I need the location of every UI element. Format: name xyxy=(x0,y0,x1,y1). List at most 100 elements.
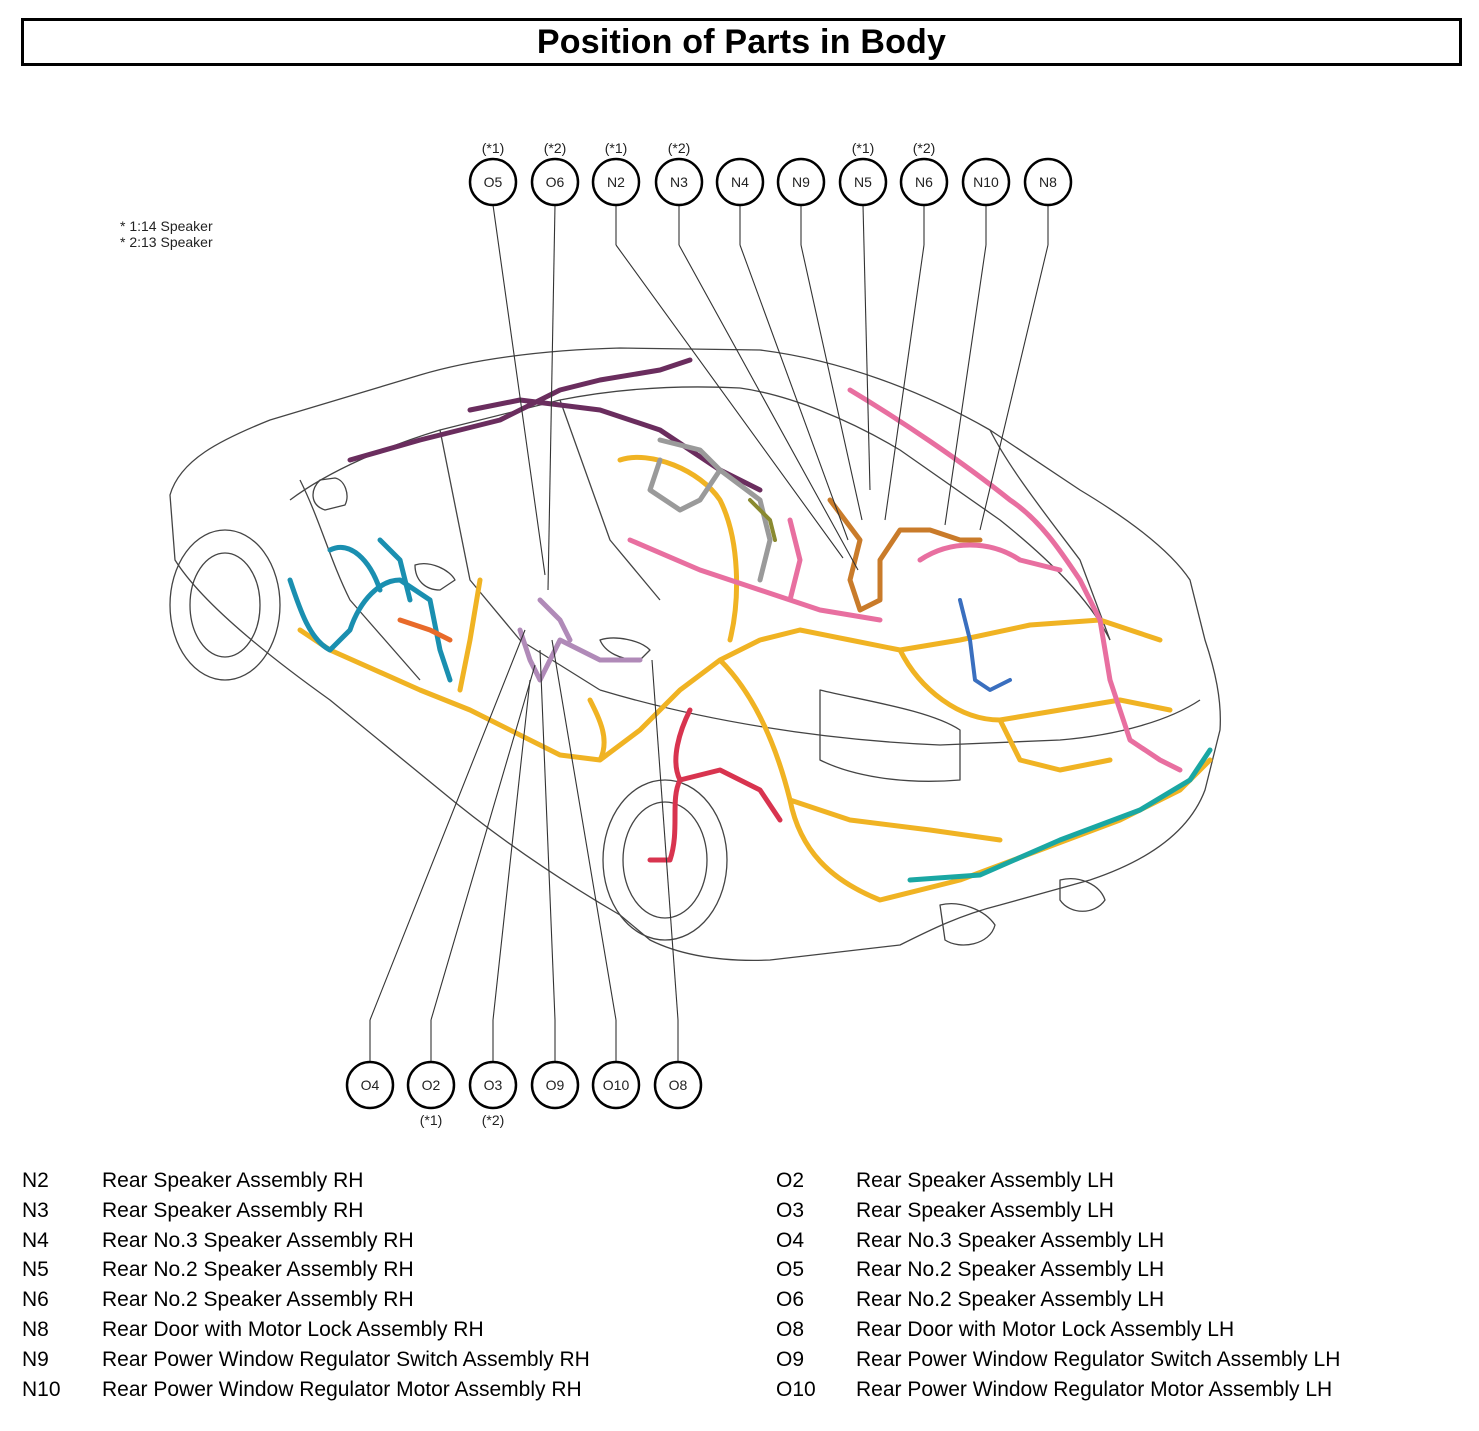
callout-O6[interactable]: (*2) O6 xyxy=(530,140,580,207)
callout-note: (*2) xyxy=(544,140,567,156)
callout-N6[interactable]: (*2) N6 xyxy=(899,140,949,207)
callout-code: O5 xyxy=(484,174,503,190)
page-title: Position of Parts in Body xyxy=(536,22,947,61)
legend-code: O4 xyxy=(776,1228,805,1252)
callout-N2[interactable]: (*1) N2 xyxy=(591,140,641,207)
callout-code: N5 xyxy=(854,174,872,190)
legend-code: O9 xyxy=(776,1347,805,1371)
callout-N8[interactable]: N8 xyxy=(1023,157,1073,207)
harness-purple xyxy=(347,357,763,493)
legend-code: N8 xyxy=(22,1317,49,1341)
callout-N3[interactable]: (*2) N3 xyxy=(654,140,704,207)
callout-N4[interactable]: N4 xyxy=(715,157,765,207)
callout-N9[interactable]: N9 xyxy=(776,157,826,207)
legend-row: N8 Rear Door with Motor Lock Assembly RH xyxy=(22,1315,590,1345)
legend-label: Rear No.3 Speaker Assembly RH xyxy=(102,1228,414,1252)
callout-note: (*1) xyxy=(420,1112,443,1128)
callout-O4[interactable]: O4 xyxy=(345,1060,395,1110)
callout-code: O8 xyxy=(669,1077,688,1093)
footnote-1: * 1:14 Speaker xyxy=(120,218,213,234)
callout-note: (*1) xyxy=(605,140,628,156)
callout-note: (*2) xyxy=(913,140,936,156)
legend-code: N9 xyxy=(22,1347,49,1371)
rear-wheel xyxy=(602,779,728,941)
harness-cyan xyxy=(907,747,1213,883)
footnotes: * 1:14 Speaker * 2:13 Speaker xyxy=(120,218,213,250)
harness-blue xyxy=(958,598,1012,692)
legend-code: N2 xyxy=(22,1169,49,1192)
legend-code: O3 xyxy=(776,1198,805,1222)
legend-label: Rear Speaker Assembly LH xyxy=(856,1169,1114,1192)
legend-code: O5 xyxy=(776,1258,805,1282)
harness-olive xyxy=(748,498,777,542)
legend-row: N6 Rear No.2 Speaker Assembly RH xyxy=(22,1285,590,1315)
front-wheel xyxy=(169,529,281,681)
legend-label: Rear Door with Motor Lock Assembly RH xyxy=(102,1317,484,1341)
title-box: Position of Parts in Body xyxy=(21,18,1462,66)
harness-pink xyxy=(627,387,1183,773)
callout-O10[interactable]: O10 xyxy=(591,1060,641,1110)
legend-label: Rear No.2 Speaker Assembly RH xyxy=(102,1288,414,1312)
harness-red xyxy=(647,707,783,863)
legend-code: N3 xyxy=(22,1198,49,1222)
legend-label: Rear No.2 Speaker Assembly LH xyxy=(856,1258,1165,1282)
legend-label: Rear No.3 Speaker Assembly LH xyxy=(856,1228,1165,1252)
legend-label: Rear Speaker Assembly LH xyxy=(856,1198,1114,1222)
callout-O3[interactable]: O3 (*2) xyxy=(468,1060,518,1128)
legend-code: O2 xyxy=(776,1169,805,1192)
legend-label: Rear Speaker Assembly RH xyxy=(102,1198,364,1222)
callout-note: (*1) xyxy=(852,140,875,156)
callout-code: N6 xyxy=(915,174,933,190)
legend-code: N6 xyxy=(22,1288,49,1312)
callout-N10[interactable]: N10 xyxy=(961,157,1011,207)
callout-N5[interactable]: (*1) N5 xyxy=(838,140,888,207)
leader-lines xyxy=(369,204,1049,1063)
callout-code: N10 xyxy=(973,174,999,190)
legend-code: N4 xyxy=(22,1228,49,1252)
legend-row: N4 Rear No.3 Speaker Assembly RH xyxy=(22,1226,590,1256)
callout-O2[interactable]: O2 (*1) xyxy=(406,1060,456,1128)
callout-code: N4 xyxy=(731,174,749,190)
harness-brown xyxy=(827,497,983,613)
callout-note: (*2) xyxy=(668,140,691,156)
callout-code: O3 xyxy=(484,1077,503,1093)
callout-O9[interactable]: O9 xyxy=(530,1060,580,1110)
bottom-callouts: O4 O2 (*1) O3 (*2) O9 O10 O8 xyxy=(345,1060,703,1128)
legend-code: O6 xyxy=(776,1288,805,1312)
harness-yellow xyxy=(297,454,1213,903)
top-callouts: (*1) O5 (*2) O6 (*1) N2 (*2) N3 N4 N9 xyxy=(468,140,1073,207)
callout-code: N9 xyxy=(792,174,810,190)
legend-code: N10 xyxy=(22,1377,61,1401)
callout-code: O4 xyxy=(361,1077,380,1093)
wire-harnesses xyxy=(287,357,1213,903)
legend-label: Rear Power Window Regulator Motor Assemb… xyxy=(856,1377,1333,1401)
callout-code: N8 xyxy=(1039,174,1057,190)
callout-note: (*2) xyxy=(482,1112,505,1128)
footnote-2: * 2:13 Speaker xyxy=(120,234,213,250)
legend-row: O4 Rear No.3 Speaker Assembly LH xyxy=(776,1226,1340,1256)
callout-O5[interactable]: (*1) O5 xyxy=(468,140,518,207)
harness-teal xyxy=(287,537,453,683)
legend-row: N3 Rear Speaker Assembly RH xyxy=(22,1196,590,1226)
legend-label: Rear Power Window Regulator Motor Assemb… xyxy=(102,1377,582,1401)
legend-label: Rear No.2 Speaker Assembly RH xyxy=(102,1258,414,1282)
callout-code: O9 xyxy=(546,1077,565,1093)
legend-code: O10 xyxy=(776,1377,816,1401)
harness-orange xyxy=(397,617,453,643)
legend-row: N10 Rear Power Window Regulator Motor Ass… xyxy=(22,1375,590,1405)
callout-O8[interactable]: O8 xyxy=(653,1060,703,1110)
legend-row: O3 Rear Speaker Assembly LH xyxy=(776,1196,1340,1226)
callout-code: O10 xyxy=(603,1077,630,1093)
callout-code: N3 xyxy=(670,174,688,190)
parts-diagram: (*1) O5 (*2) O6 (*1) N2 (*2) N3 N4 N9 xyxy=(169,140,1221,1128)
legend-code: O8 xyxy=(776,1317,805,1341)
wheels xyxy=(169,529,728,941)
legend-row: O2 Rear Speaker Assembly LH xyxy=(776,1166,1340,1196)
callout-code: N2 xyxy=(607,174,625,190)
